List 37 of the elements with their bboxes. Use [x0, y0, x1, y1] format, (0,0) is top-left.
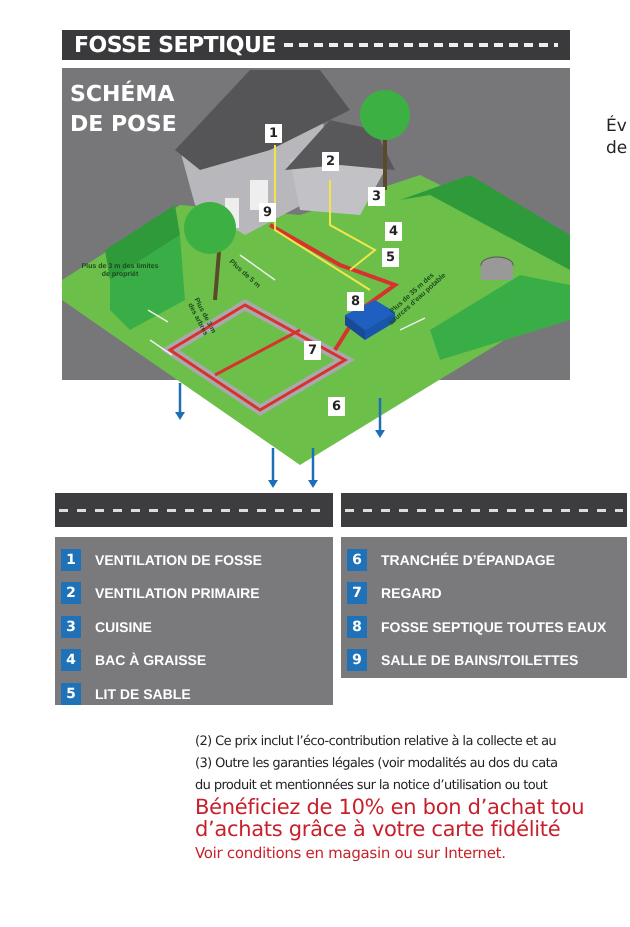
legend-text: FOSSE SEPTIQUE TOUTES EAUX — [381, 618, 606, 635]
legend-text: VENTILATION DE FOSSE — [95, 552, 262, 568]
callout-number: 8 — [347, 292, 364, 311]
legend-text: TRANCHÉE D’ÉPANDAGE — [381, 552, 555, 568]
callout-number: 1 — [265, 124, 282, 143]
callout-number: 5 — [382, 248, 399, 267]
callout-number: 6 — [328, 397, 345, 416]
callout-number: 3 — [368, 187, 385, 206]
number-badge: 6 — [347, 548, 367, 571]
callout-number: 9 — [259, 203, 276, 222]
footnote-text: d’achats grâce à votre carte fidélité — [195, 819, 560, 840]
legend-text: BAC À GRAISSE — [95, 652, 206, 668]
number-badge: 3 — [61, 616, 81, 638]
callout-number: 4 — [385, 222, 402, 241]
number-badge: 1 — [61, 548, 81, 571]
footnote-text: du produit et mentionnées sur la notice d’utilisation ou tout — [195, 777, 548, 795]
subtitle: SCHÉMA DE POSE — [70, 80, 178, 139]
legend-text: CUISINE — [95, 618, 152, 635]
number-badge: 7 — [347, 582, 367, 604]
callout-number: 7 — [304, 341, 321, 360]
side-text: de — [606, 138, 628, 158]
number-badge: 5 — [61, 682, 81, 705]
legend-text: SALLE DE BAINS/TOILETTES — [381, 652, 578, 668]
legend-text: VENTILATION PRIMAIRE — [95, 585, 260, 602]
title: FOSSE SEPTIQUE — [74, 32, 276, 58]
footnote-text: (3) Outre les garanties légales (voir modalités au dos du cata — [195, 755, 558, 773]
footnote-text: (2) Ce prix inclut l’éco-contribution relative à la collecte et au — [195, 733, 556, 751]
number-badge: 9 — [347, 649, 367, 672]
callout-number: 2 — [322, 152, 339, 171]
number-badge: 4 — [61, 649, 81, 672]
side-text: Év — [606, 116, 627, 136]
footnote-text: Bénéficiez de 10% en bon d’achat tou — [195, 797, 584, 818]
legend-text: REGARD — [381, 585, 442, 602]
number-badge: 2 — [61, 582, 81, 604]
legend-text: LIT DE SABLE — [95, 686, 191, 702]
number-badge: 8 — [347, 616, 367, 638]
footnote-text: Voir conditions en magasin ou sur Internet. — [195, 843, 506, 863]
